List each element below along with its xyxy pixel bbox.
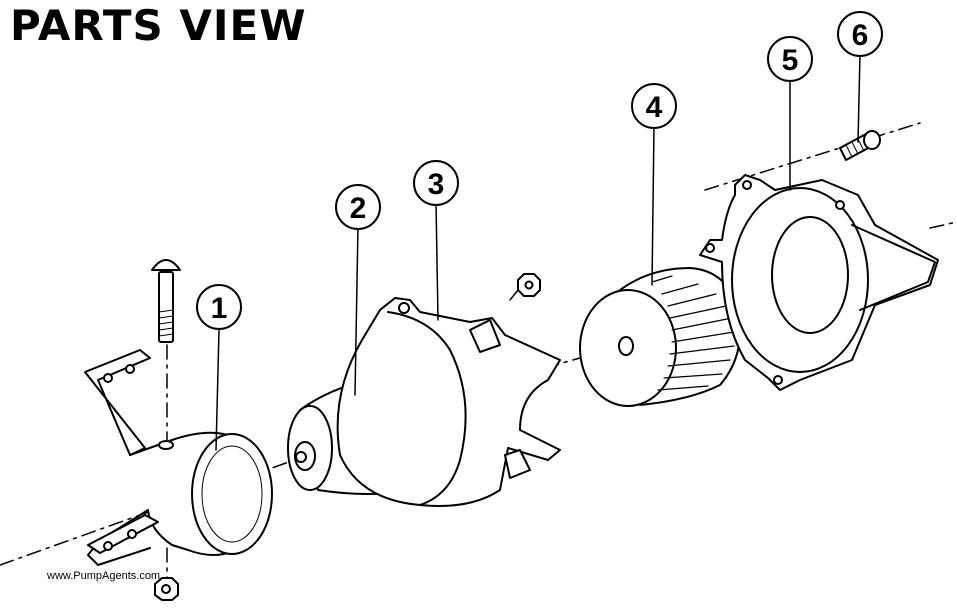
leader-lines: [215, 53, 861, 451]
callout-6: 6: [837, 11, 883, 57]
callout-3: 3: [413, 160, 459, 206]
callout-4-label: 4: [646, 91, 663, 124]
callout-2: 2: [335, 184, 381, 230]
callout-2-label: 2: [350, 192, 367, 225]
bolt-shank: [158, 271, 174, 343]
callout-4: 4: [631, 83, 677, 129]
callout-6-label: 6: [852, 19, 869, 52]
part-6-screw: [839, 130, 881, 161]
callout-1-label: 1: [211, 292, 228, 325]
watermark-text: www.PumpAgents.com: [47, 570, 161, 582]
callout-1: 1: [196, 284, 242, 330]
part-3-pump-housing: [336, 273, 561, 507]
bolt-head: [151, 259, 181, 271]
part-1-clamp-bracket: [84, 259, 273, 601]
impeller-vanes: [651, 275, 735, 391]
part-5-pump-cover: [699, 174, 939, 391]
page-title: PARTS VIEW: [10, 1, 307, 50]
callout-3-label: 3: [428, 168, 445, 201]
callout-5-label: 5: [782, 44, 799, 77]
clamp-ring: [191, 433, 273, 555]
callout-5: 5: [767, 36, 813, 82]
bracket-upper-ear: [84, 349, 151, 456]
part-4-impeller: [579, 267, 741, 407]
